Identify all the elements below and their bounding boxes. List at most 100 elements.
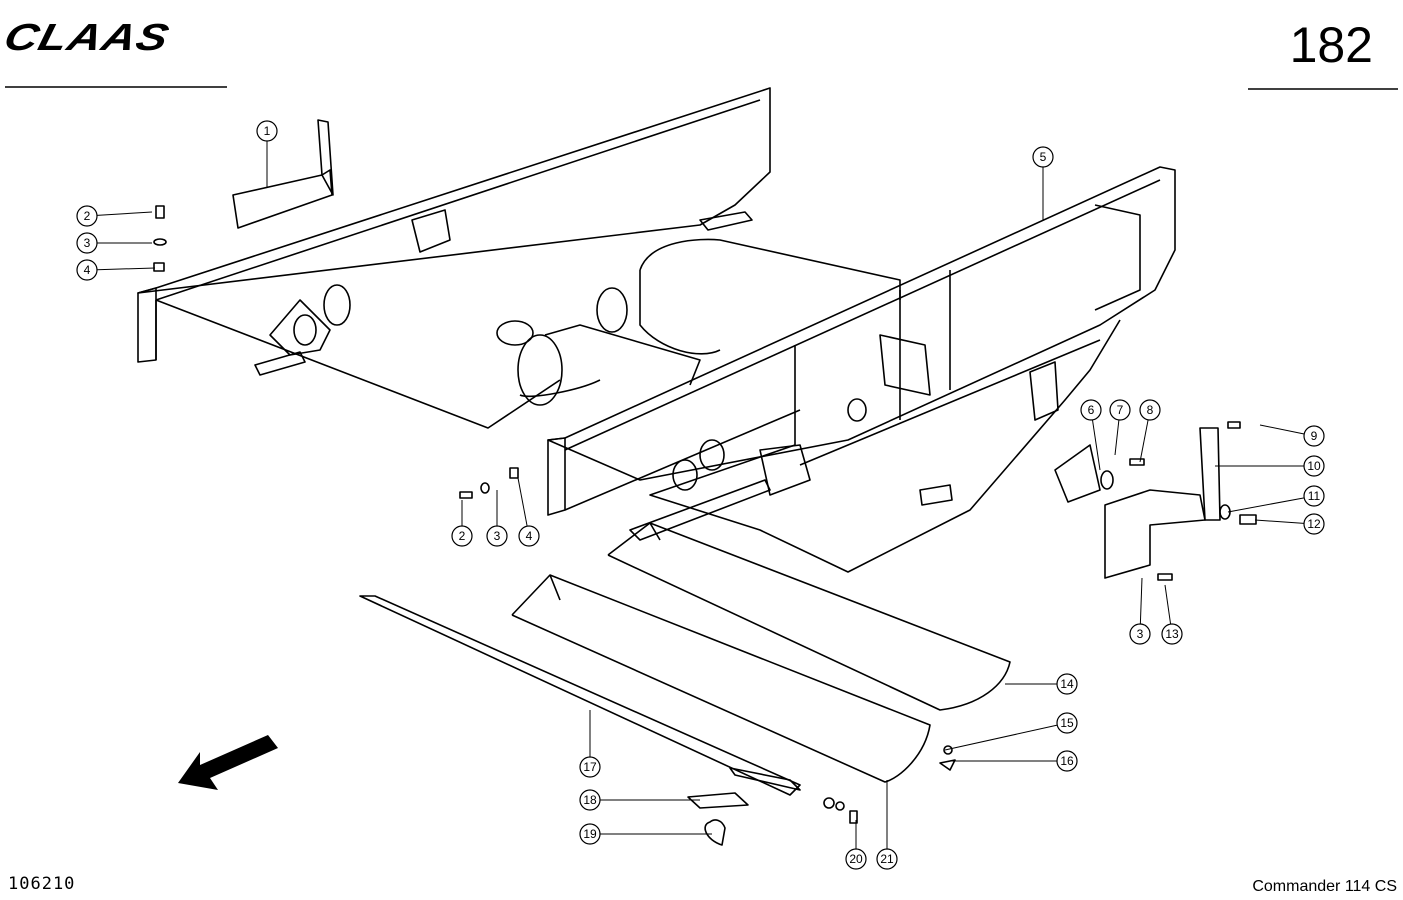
- leader-line: [1139, 577, 1143, 625]
- callout-circle: [579, 756, 601, 778]
- callout-label: 14: [1060, 677, 1074, 691]
- callout-label: 5: [1040, 150, 1047, 164]
- part-callout-3: 3: [1129, 577, 1151, 645]
- callout-label: 15: [1060, 716, 1074, 730]
- callout-circle: [1161, 623, 1183, 645]
- callout-circle: [1303, 425, 1325, 447]
- direction-arrow-icon: [178, 735, 278, 790]
- part-callout-12: 12: [1254, 513, 1325, 535]
- part-callout-13: 13: [1161, 584, 1183, 645]
- callout-label: 6: [1088, 403, 1095, 417]
- part-callout-2: 2: [451, 500, 473, 547]
- callout-label: 16: [1060, 754, 1074, 768]
- callout-circle: [1303, 485, 1325, 507]
- callout-circle: [1080, 399, 1102, 421]
- callout-circle: [518, 525, 540, 547]
- cross-tubes: [517, 238, 901, 406]
- callout-circle: [1032, 146, 1054, 168]
- trough-part-14: [607, 522, 1011, 711]
- part-callout-19: 19: [579, 823, 712, 845]
- part-callout-15: 15: [944, 712, 1078, 751]
- leader-line: [1227, 497, 1305, 513]
- callout-label: 13: [1165, 627, 1179, 641]
- callout-circle: [76, 259, 98, 281]
- callout-circle: [486, 525, 508, 547]
- part-callout-6: 6: [1080, 399, 1102, 471]
- callout-circle: [1303, 455, 1325, 477]
- callout-circle: [256, 120, 278, 142]
- part-callout-10: 10: [1215, 455, 1325, 477]
- left-frame-rail: [137, 87, 771, 429]
- leader-line: [1091, 419, 1101, 471]
- part-callout-11: 11: [1227, 485, 1325, 513]
- leader-line: [96, 211, 153, 216]
- callout-label: 8: [1147, 403, 1154, 417]
- leader-line: [944, 724, 1058, 751]
- callout-label: 10: [1307, 459, 1321, 473]
- leader-line: [1114, 419, 1120, 456]
- callout-label: 3: [84, 236, 91, 250]
- callout-label: 12: [1307, 517, 1321, 531]
- callout-circle: [1129, 623, 1151, 645]
- part-callout-4: 4: [517, 477, 540, 547]
- leader-line: [1164, 584, 1172, 625]
- callout-label: 11: [1308, 489, 1321, 503]
- model-name: Commander 114 CS: [1252, 878, 1397, 895]
- part-callout-1: 1: [256, 120, 278, 187]
- callout-label: 3: [494, 529, 501, 543]
- part-callout-9: 9: [1259, 424, 1325, 447]
- part-callout-4: 4: [76, 259, 156, 281]
- callout-circle: [1139, 399, 1161, 421]
- callout-label: 1: [264, 124, 271, 138]
- bolts-and-nuts: [153, 205, 1257, 581]
- callout-circle: [845, 848, 867, 870]
- callout-circle: [1056, 750, 1078, 772]
- right-frame-rail: [547, 166, 1176, 573]
- part-callout-21: 21: [876, 780, 898, 870]
- part-callout-14: 14: [1005, 673, 1078, 695]
- callout-circle: [1303, 513, 1325, 535]
- part-callout-17: 17: [579, 710, 601, 778]
- small-fasteners: [687, 745, 956, 846]
- page-number: 182: [1289, 17, 1373, 73]
- part-callout-16: 16: [950, 750, 1078, 772]
- callout-circle: [579, 789, 601, 811]
- mounting-plates-6-10: [1054, 427, 1221, 579]
- part-callout-7: 7: [1109, 399, 1131, 456]
- part-callout-3: 3: [486, 490, 508, 547]
- callout-label: 7: [1117, 403, 1124, 417]
- callout-circle: [76, 205, 98, 227]
- leader-line: [1259, 424, 1305, 435]
- callout-label: 17: [583, 760, 597, 774]
- callout-label: 21: [880, 852, 894, 866]
- leader-line: [96, 267, 156, 271]
- leader-line: [1254, 519, 1305, 524]
- part-callout-8: 8: [1139, 399, 1161, 463]
- callout-circle: [451, 525, 473, 547]
- cover-strip-part-17: [359, 595, 801, 796]
- part-callout-2: 2: [76, 205, 153, 227]
- leader-line: [517, 477, 528, 527]
- callout-circle: [1109, 399, 1131, 421]
- part-callout-5: 5: [1032, 146, 1054, 220]
- callout-label: 19: [583, 827, 597, 841]
- callout-label: 20: [849, 852, 863, 866]
- callout-circle: [1056, 673, 1078, 695]
- callout-label: 4: [526, 529, 533, 543]
- callout-label: 9: [1311, 429, 1318, 443]
- callout-label: 2: [459, 529, 466, 543]
- document-code: 106210: [8, 874, 76, 894]
- callout-label: 2: [84, 209, 91, 223]
- leader-line: [1139, 419, 1149, 463]
- part-callout-20: 20: [845, 820, 867, 870]
- callout-circle: [1056, 712, 1078, 734]
- bracket-part-1: [232, 119, 334, 229]
- callout-label: 18: [583, 793, 597, 807]
- part-callout-18: 18: [579, 789, 700, 811]
- part-callout-3: 3: [76, 232, 152, 254]
- callout-label: 3: [1137, 627, 1144, 641]
- callout-circle: [579, 823, 601, 845]
